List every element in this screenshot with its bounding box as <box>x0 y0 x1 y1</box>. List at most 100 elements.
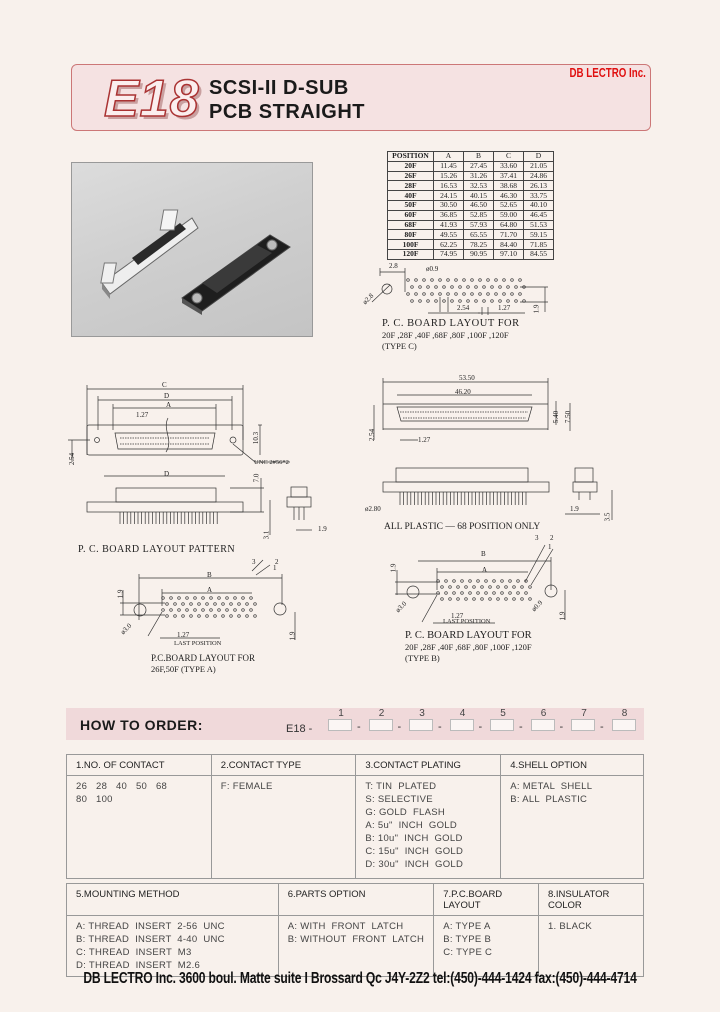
dim-label: 46.20 <box>455 388 471 396</box>
dim-label: 2.8 <box>389 262 398 270</box>
how-to-order-label: HOW TO ORDER: <box>80 717 203 733</box>
option-line: C: TYPE C <box>443 947 493 958</box>
dim-label: D <box>164 392 170 400</box>
type-b-layout-drawing <box>395 544 566 624</box>
type-b-caption-1: P. C. BOARD LAYOUT FOR <box>405 630 532 641</box>
separator-dash: - <box>357 721 361 733</box>
order-slot-1[interactable]: 1 <box>328 708 352 731</box>
dim-label: 7.50 <box>564 410 573 424</box>
separator-dash: - <box>438 721 442 733</box>
option-values: A: WITH FRONT LATCH B: WITHOUT FRONT LATC… <box>277 915 435 977</box>
option-line: B: THREAD INSERT 4-40 UNC <box>76 934 225 945</box>
dim-label: 7.0 <box>252 473 261 483</box>
options-table-bottom: 5.MOUNTING METHOD 6.PARTS OPTION 7.P.C.B… <box>66 883 645 977</box>
dim-label: A <box>207 586 213 594</box>
option-line: A: 5u" INCH GOLD <box>365 820 458 831</box>
option-header: 1.NO. OF CONTACT <box>66 754 212 776</box>
option-values: 1. BLACK <box>537 915 645 977</box>
option-line: A: THREAD INSERT 2-56 UNC <box>76 921 225 932</box>
option-line: A: TYPE A <box>443 921 491 932</box>
plastic68-side-view <box>382 467 613 520</box>
slot-number: 3 <box>419 708 425 719</box>
order-slot-5[interactable]: 5 <box>490 708 514 731</box>
dim-label: 3.5 <box>603 512 612 522</box>
type-c-layout-drawing <box>371 268 548 315</box>
dim-label: 2.54 <box>68 452 77 466</box>
slot-number: 8 <box>621 708 628 719</box>
option-line: C: 15u" INCH GOLD <box>365 846 464 857</box>
dim-label: B <box>207 571 212 579</box>
dim-label: 3 <box>535 534 539 542</box>
type-c-caption-1: P. C. BOARD LAYOUT FOR <box>382 318 520 329</box>
option-header: 7.P.C.BOARD LAYOUT <box>433 883 539 916</box>
order-prefix: E18 - <box>286 723 313 735</box>
last-position-label: LAST POSITION <box>174 640 222 647</box>
option-line: D: THREAD INSERT M2.6 <box>76 960 201 971</box>
order-slot-6[interactable]: 6 <box>530 708 555 731</box>
option-header: 3.CONTACT PLATING <box>355 754 502 776</box>
dim-label: 1 <box>548 543 552 551</box>
dim-label: UNC 2#56*2 <box>254 459 289 466</box>
option-header: 4.SHELL OPTION <box>500 754 644 776</box>
dim-label: 2.54 <box>457 304 470 312</box>
type-a-layout-drawing <box>120 559 296 640</box>
order-slot-4[interactable]: 4 <box>449 708 474 731</box>
option-header: 2.CONTACT TYPE <box>210 754 357 776</box>
footer-contact: DB LECTRO Inc. 3600 boul. Matte suite I … <box>83 970 637 987</box>
dim-label: 3.1 <box>262 530 271 540</box>
option-line: T: TIN PLATED <box>365 781 437 792</box>
dim-label: 1.9 <box>318 525 327 533</box>
dim-label: A <box>482 566 488 574</box>
option-line: 1. BLACK <box>547 921 593 932</box>
dim-label: 1.27 <box>177 631 190 639</box>
option-line: B: 10u" INCH GOLD <box>365 833 463 844</box>
dim-label: 2 <box>550 534 554 542</box>
dim-label: ø0.9 <box>426 265 439 273</box>
dim-label: 1.9 <box>532 304 541 314</box>
option-line: B: WITHOUT FRONT LATCH <box>287 934 425 945</box>
dim-label: 53.50 <box>459 374 475 382</box>
separator-dash: - <box>397 721 402 733</box>
separator-dash: - <box>600 721 604 733</box>
option-line: G: GOLD FLASH <box>365 807 446 818</box>
option-line: B: ALL PLASTIC <box>510 794 588 805</box>
options-table-top: 1.NO. OF CONTACT 2.CONTACT TYPE 3.CONTAC… <box>66 754 644 879</box>
dim-label: 1.27 <box>136 411 149 419</box>
option-line: F: FEMALE <box>220 781 273 792</box>
pattern-side-view <box>86 475 312 535</box>
dim-label: ø2.80 <box>365 505 381 513</box>
model-number: E18 <box>103 70 200 128</box>
slot-number: 6 <box>540 708 547 719</box>
order-slot-2[interactable]: 2 <box>368 708 393 731</box>
plastic68-caption: ALL PLASTIC — 68 POSITION ONLY <box>384 522 541 532</box>
table-cell: 84.55 <box>523 248 554 260</box>
pattern-front-view <box>68 385 290 463</box>
type-a-caption-1: P.C.BOARD LAYOUT FOR <box>151 653 256 663</box>
product-title-line1: SCSI-II D-SUB <box>209 77 349 99</box>
separator-dash: - <box>559 721 564 733</box>
dim-label: 1 <box>273 564 277 572</box>
order-slot-8[interactable]: 8 <box>611 708 636 731</box>
dim-label: 1.9 <box>570 505 579 513</box>
dim-label: 1.27 <box>451 612 464 620</box>
option-line: A: WITH FRONT LATCH <box>287 921 404 932</box>
option-line: 80 100 <box>76 794 113 805</box>
order-slot-7[interactable]: 7 <box>571 708 595 731</box>
dim-label: 1.9 <box>389 563 398 573</box>
option-line: A: METAL SHELL <box>510 781 593 792</box>
dim-label: 10.3 <box>252 431 261 445</box>
type-a-caption-2: 26F,50F (TYPE A) <box>151 664 216 674</box>
option-header: 8.INSULATOR COLOR <box>537 883 645 916</box>
option-line: 26 28 40 50 68 <box>76 781 168 792</box>
dim-label: 2.54 <box>368 428 377 442</box>
order-slot-3[interactable]: 3 <box>409 708 433 731</box>
dim-label: B <box>481 550 486 558</box>
product-title-line2: PCB STRAIGHT <box>209 101 365 123</box>
